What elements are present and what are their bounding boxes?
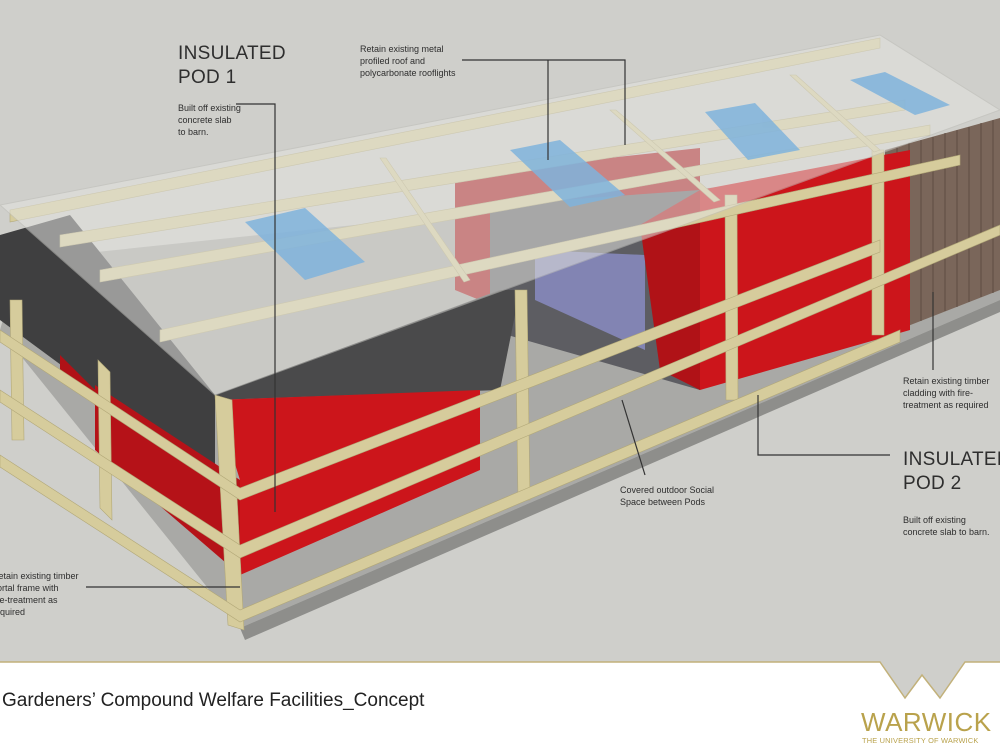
cladding-note: Retain existing timber cladding with fir… — [903, 376, 990, 410]
portal-frame-note: Retain existing timber portal frame with… — [0, 571, 79, 617]
callout-lines — [86, 59, 934, 588]
footer-rule — [0, 661, 1000, 700]
social-space-note: Covered outdoor Social Space between Pod… — [620, 485, 715, 507]
pod-1-title: INSULATED POD 1 — [178, 43, 286, 88]
warwick-logo: WARWICK — [861, 707, 992, 737]
pod-2-note: Built off existing concrete slab to barn… — [903, 515, 990, 537]
pod-2-title: INSULATED POD 2 — [903, 449, 1000, 494]
drawing-title: Gardeners’ Compound Welfare Facilities_C… — [2, 690, 425, 711]
pod-1-note: Built off existing concrete slab to barn… — [178, 103, 241, 137]
rooflights — [245, 72, 950, 280]
warwick-logo-subtitle: THE UNIVERSITY OF WARWICK — [862, 736, 979, 745]
roof-note: Retain existing metal profiled roof and … — [360, 44, 456, 78]
